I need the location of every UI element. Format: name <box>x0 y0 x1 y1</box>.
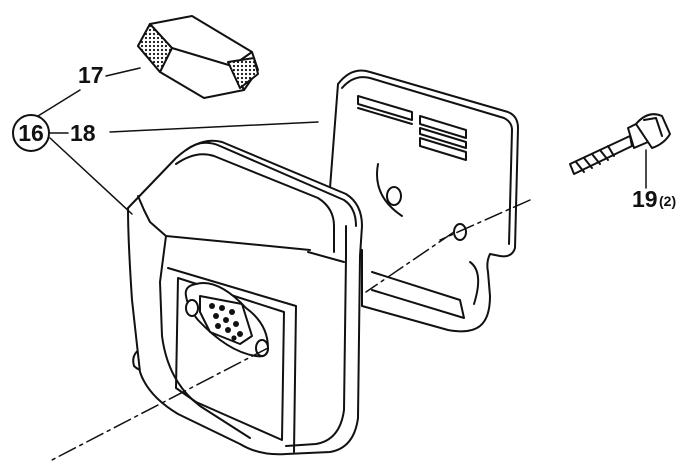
leader-lines <box>37 67 647 215</box>
part-16-callout: 16 <box>12 114 50 152</box>
part-16-label: 16 <box>18 119 44 146</box>
part-19-label: 19 <box>632 186 658 212</box>
bolt <box>569 113 671 175</box>
part-18-label: 18 <box>70 120 96 146</box>
part-17-label: 17 <box>78 62 104 88</box>
muffler-body <box>127 139 363 456</box>
part-19-quantity: (2) <box>659 193 677 209</box>
center-lines <box>47 199 531 463</box>
cover-plate <box>325 69 519 333</box>
spark-screen-band <box>137 15 259 99</box>
